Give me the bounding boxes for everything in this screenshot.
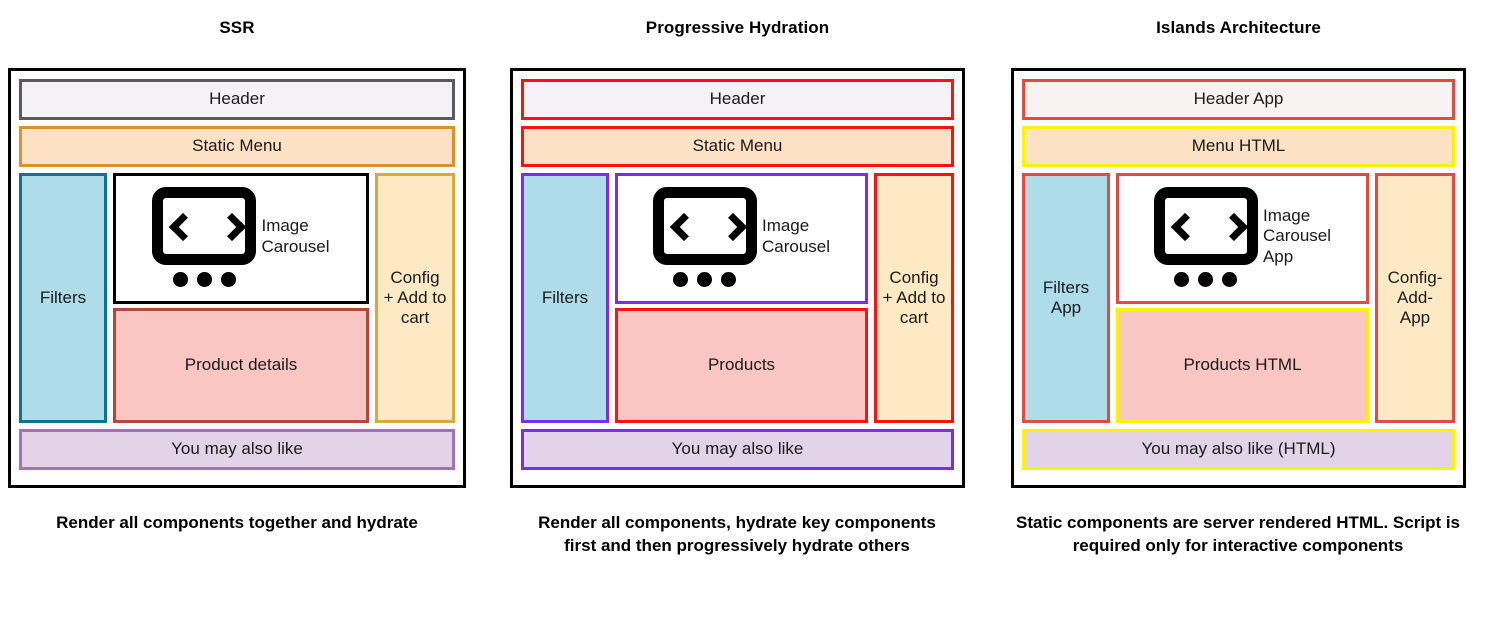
block-header: Header App [1022, 79, 1455, 120]
block-carousel: Image Carousel [113, 173, 369, 304]
column-islands-architecture: Islands Architecture Header App Menu HTM… [1011, 0, 1466, 624]
carousel-dots-icon[interactable] [673, 271, 737, 287]
carousel-glyph [1153, 186, 1258, 287]
center-stack: Image Carousel Product details [113, 173, 369, 423]
carousel-dot[interactable] [172, 271, 188, 287]
middle-row: Filters [19, 173, 455, 423]
carousel-screen-icon [652, 186, 757, 265]
block-config: Config + Add to cart [874, 173, 954, 423]
block-footer: You may also like (HTML) [1022, 429, 1455, 470]
carousel-screen-icon [152, 186, 257, 265]
caption-islands-architecture: Static components are server rendered HT… [1015, 513, 1461, 555]
carousel-dot[interactable] [220, 271, 236, 287]
chevron-left-icon[interactable] [1172, 213, 1189, 239]
chevron-left-icon[interactable] [671, 213, 688, 239]
panel-progressive-hydration: Header Static Menu Filters [510, 68, 965, 488]
block-config: Config- Add- App [1375, 173, 1455, 423]
center-stack: Image Carousel Products [615, 173, 868, 423]
image-carousel-icon: Image Carousel [652, 186, 831, 287]
block-header: Header [19, 79, 455, 120]
block-filters: Filters [521, 173, 609, 423]
column-title-progressive-hydration: Progressive Hydration [645, 18, 830, 37]
chevron-left-icon[interactable] [170, 213, 187, 239]
chevron-right-icon[interactable] [221, 213, 238, 239]
carousel-label: Image Carousel [761, 216, 831, 256]
carousel-dot[interactable] [721, 271, 737, 287]
carousel-dots-icon[interactable] [172, 271, 236, 287]
caption-ssr: Render all components together and hydra… [56, 513, 418, 532]
image-carousel-icon: Image Carousel App [1153, 186, 1332, 287]
column-title-islands-architecture: Islands Architecture [1156, 18, 1321, 37]
carousel-dot[interactable] [1198, 271, 1214, 287]
column-ssr: SSR Header Static Menu Filters [8, 0, 466, 624]
column-progressive-hydration: Progressive Hydration Header Static Menu… [510, 0, 965, 624]
carousel-dot[interactable] [697, 271, 713, 287]
block-products: Product details [113, 308, 369, 423]
block-menu: Static Menu [521, 126, 954, 167]
block-config: Config + Add to cart [375, 173, 455, 423]
column-title-ssr: SSR [219, 18, 255, 37]
chevron-right-icon[interactable] [722, 213, 739, 239]
carousel-dot[interactable] [196, 271, 212, 287]
block-products: Products HTML [1116, 308, 1369, 423]
carousel-label: Image Carousel App [1262, 205, 1332, 266]
carousel-screen-icon [1153, 186, 1258, 265]
middle-row: Filters App [1022, 173, 1455, 423]
block-footer: You may also like [19, 429, 455, 470]
block-menu: Menu HTML [1022, 126, 1455, 167]
center-stack: Image Carousel App Products HTML [1116, 173, 1369, 423]
image-carousel-icon: Image Carousel [152, 186, 330, 287]
block-products: Products [615, 308, 868, 423]
carousel-glyph [652, 186, 757, 287]
block-filters: Filters [19, 173, 107, 423]
block-header: Header [521, 79, 954, 120]
carousel-dots-icon[interactable] [1174, 271, 1238, 287]
carousel-glyph [152, 186, 257, 287]
block-footer: You may also like [521, 429, 954, 470]
block-menu: Static Menu [19, 126, 455, 167]
block-carousel: Image Carousel App [1116, 173, 1369, 304]
panel-islands-architecture: Header App Menu HTML Filters App [1011, 68, 1466, 488]
chevron-right-icon[interactable] [1223, 213, 1240, 239]
block-carousel: Image Carousel [615, 173, 868, 304]
carousel-dot[interactable] [1222, 271, 1238, 287]
carousel-label: Image Carousel [261, 216, 330, 256]
panel-ssr: Header Static Menu Filters [8, 68, 466, 488]
carousel-dot[interactable] [1174, 271, 1190, 287]
middle-row: Filters [521, 173, 954, 423]
caption-progressive-hydration: Render all components, hydrate key compo… [538, 513, 936, 555]
carousel-dot[interactable] [673, 271, 689, 287]
block-filters: Filters App [1022, 173, 1110, 423]
